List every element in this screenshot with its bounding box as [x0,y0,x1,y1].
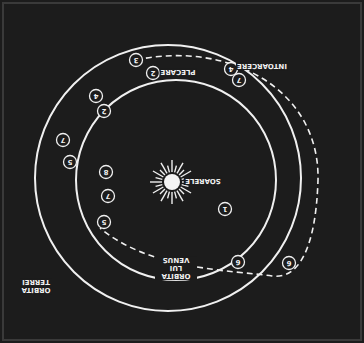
orbit-label: PLECARE [159,68,196,76]
venus-orbit [76,80,276,280]
sun-ray [160,170,165,175]
marker-circle [232,256,245,269]
sun-ray [156,185,163,187]
sun-ray [161,163,167,173]
sun-ray [175,192,177,199]
callout-number: 2 [102,107,107,115]
callout-number: 4 [229,65,234,73]
callout-number: 5 [68,158,73,166]
callout-number: 8 [104,168,109,176]
transfer-trajectory [100,56,318,277]
sun-ray [171,192,172,204]
callout-number: 7 [106,192,111,200]
marker-circle [130,54,143,67]
callout-number: 7 [237,76,242,84]
marker-circle [219,203,232,216]
sun-ray [171,160,172,172]
marker-circle [233,74,246,87]
position-markers [57,54,296,270]
marker-circle [98,216,111,229]
sun-ray [156,178,163,180]
marker-circle [102,190,115,203]
sun-ray [177,191,183,201]
callout-number: 3 [134,56,139,64]
sun-ray [160,189,165,194]
callout-number: 1 [223,205,228,213]
callout-number: 2 [151,69,156,77]
sun-ray [179,170,184,175]
sun-ray [153,187,163,193]
frame [3,3,361,340]
orbit-label: ORBITA TERREI [20,278,52,294]
orbit-label: SOARELE [184,177,222,185]
sun-ray [168,166,170,173]
marker-circle [57,134,70,147]
marker-circle [98,105,111,118]
orbit-label: ORBITA LUI VENUS [155,256,197,280]
callout-number: 5 [102,218,107,226]
callout-number: 4 [94,92,99,100]
marker-circle [100,166,113,179]
sun-ray [168,192,170,199]
callout-number: 6 [236,258,241,266]
callout-number: 6 [287,259,292,267]
orbit-label: INTOARCERE [236,62,288,70]
sun-ray [150,181,162,182]
marker-circle [147,67,160,80]
sun-ray [175,166,177,173]
sun-ray [179,189,184,194]
marker-circle [90,90,103,103]
marker-circle [283,257,296,270]
callout-number: 7 [61,136,66,144]
sun-disc [164,174,180,190]
marker-circle [64,156,77,169]
earth-orbit [35,45,301,311]
